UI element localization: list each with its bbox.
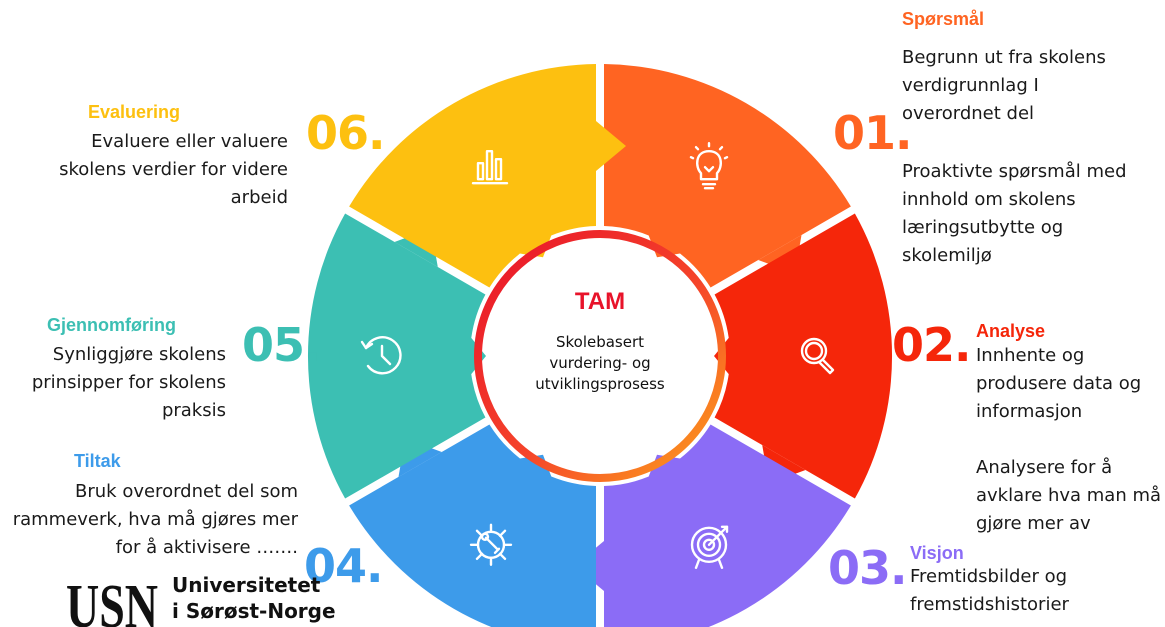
step-01-text-b: Proaktivte spørsmål med innhold om skole… xyxy=(902,158,1127,270)
segment-05 xyxy=(307,213,486,499)
arrow-tab xyxy=(596,121,626,171)
text-line: gjøre mer av xyxy=(976,513,1091,534)
text-line: informasjon xyxy=(976,401,1083,422)
text-line: Analysere for å xyxy=(976,457,1113,478)
step-01-title: Spørsmål xyxy=(902,9,985,29)
text-line: skolemiljø xyxy=(902,245,992,266)
center-subtitle-line: utviklingsprosess xyxy=(535,375,665,393)
segment-04 xyxy=(349,424,596,627)
step-05-text: Synliggjøre skolens prinsipper for skole… xyxy=(0,341,226,425)
text-line: innhold om skolens xyxy=(902,189,1076,210)
step-06-title: Evaluering xyxy=(88,102,181,122)
logo-line: i Sørøst-Norge xyxy=(172,599,336,623)
text-line: overordnet del xyxy=(902,103,1035,124)
step-04-title: Tiltak xyxy=(74,451,121,471)
step-06-number: 06. xyxy=(306,106,385,160)
target-icon xyxy=(690,525,729,569)
step-02-text-a: Innhente og produsere data og informasjo… xyxy=(976,342,1141,426)
bar-chart-icon xyxy=(471,150,509,185)
text-line: rammeverk, hva må gjøres mer xyxy=(12,509,298,530)
center-title: TAM xyxy=(574,288,626,315)
step-03-number: 03. xyxy=(828,541,907,595)
magnifier-icon xyxy=(800,337,835,375)
center-ring xyxy=(474,230,726,482)
text-line: læringsutbytte og xyxy=(902,217,1064,238)
text-line: for å aktivisere ……. xyxy=(115,537,298,558)
text-line: praksis xyxy=(161,400,226,421)
segment-01 xyxy=(604,64,851,288)
text-line: Evaluere eller valuere xyxy=(91,131,288,152)
text-line: skolens verdier for videre xyxy=(59,159,288,180)
text-line: arbeid xyxy=(230,187,288,208)
text-line: verdigrunnlag I xyxy=(902,75,1039,96)
step-05-title: Gjennomføring xyxy=(47,315,176,335)
step-01-number: 01. xyxy=(833,106,912,160)
step-02-number: 02. xyxy=(892,318,971,372)
step-03-title: Visjon xyxy=(910,543,964,563)
text-line: Synliggjøre skolens xyxy=(52,344,226,365)
step-02-text-b: Analysere for å avklare hva man må gjøre… xyxy=(976,454,1161,538)
text-line: Proaktivte spørsmål med xyxy=(902,161,1127,182)
logo-text: Universitetet i Sørøst-Norge xyxy=(172,572,336,624)
usn-logo-mark: USN xyxy=(66,573,158,627)
step-01-text-a: Begrunn ut fra skolens verdigrunnlag I o… xyxy=(902,44,1106,128)
step-04-text: Bruk overordnet del som rammeverk, hva m… xyxy=(0,478,298,562)
text-line: Fremtidsbilder og xyxy=(910,566,1068,587)
step-05-number: 05. xyxy=(242,318,321,372)
logo-line: Universitetet xyxy=(172,573,321,597)
segments-group xyxy=(307,64,893,627)
text-line: prinsipper for skolens xyxy=(31,372,226,393)
usn-logo: USN xyxy=(66,573,158,627)
step-02-title: Analyse xyxy=(976,321,1046,341)
text-line: Begrunn ut fra skolens xyxy=(902,47,1106,68)
icons-group xyxy=(360,142,835,569)
text-line: Innhente og xyxy=(976,345,1085,366)
text-line: Bruk overordnet del som xyxy=(75,481,298,502)
step-06-text: Evaluere eller valuere skolens verdier f… xyxy=(0,128,288,212)
history-clock-icon xyxy=(360,336,402,375)
text-line: produsere data og xyxy=(976,373,1142,394)
gear-wrench-icon xyxy=(469,523,513,566)
step-04-number: 04. xyxy=(304,539,383,593)
lightbulb-icon xyxy=(689,142,729,190)
center-subtitle-line: Skolebasert xyxy=(555,333,645,351)
step-03-text: Fremtidsbilder og fremstidshistorier xyxy=(910,563,1069,619)
text-line: avklare hva man må xyxy=(976,485,1162,506)
text-line: fremstidshistorier xyxy=(910,594,1069,615)
segment-06 xyxy=(349,64,596,288)
center-subtitle: Skolebasert vurdering- og utviklingspros… xyxy=(490,332,710,395)
center-subtitle-line: vurdering- og xyxy=(549,354,651,372)
